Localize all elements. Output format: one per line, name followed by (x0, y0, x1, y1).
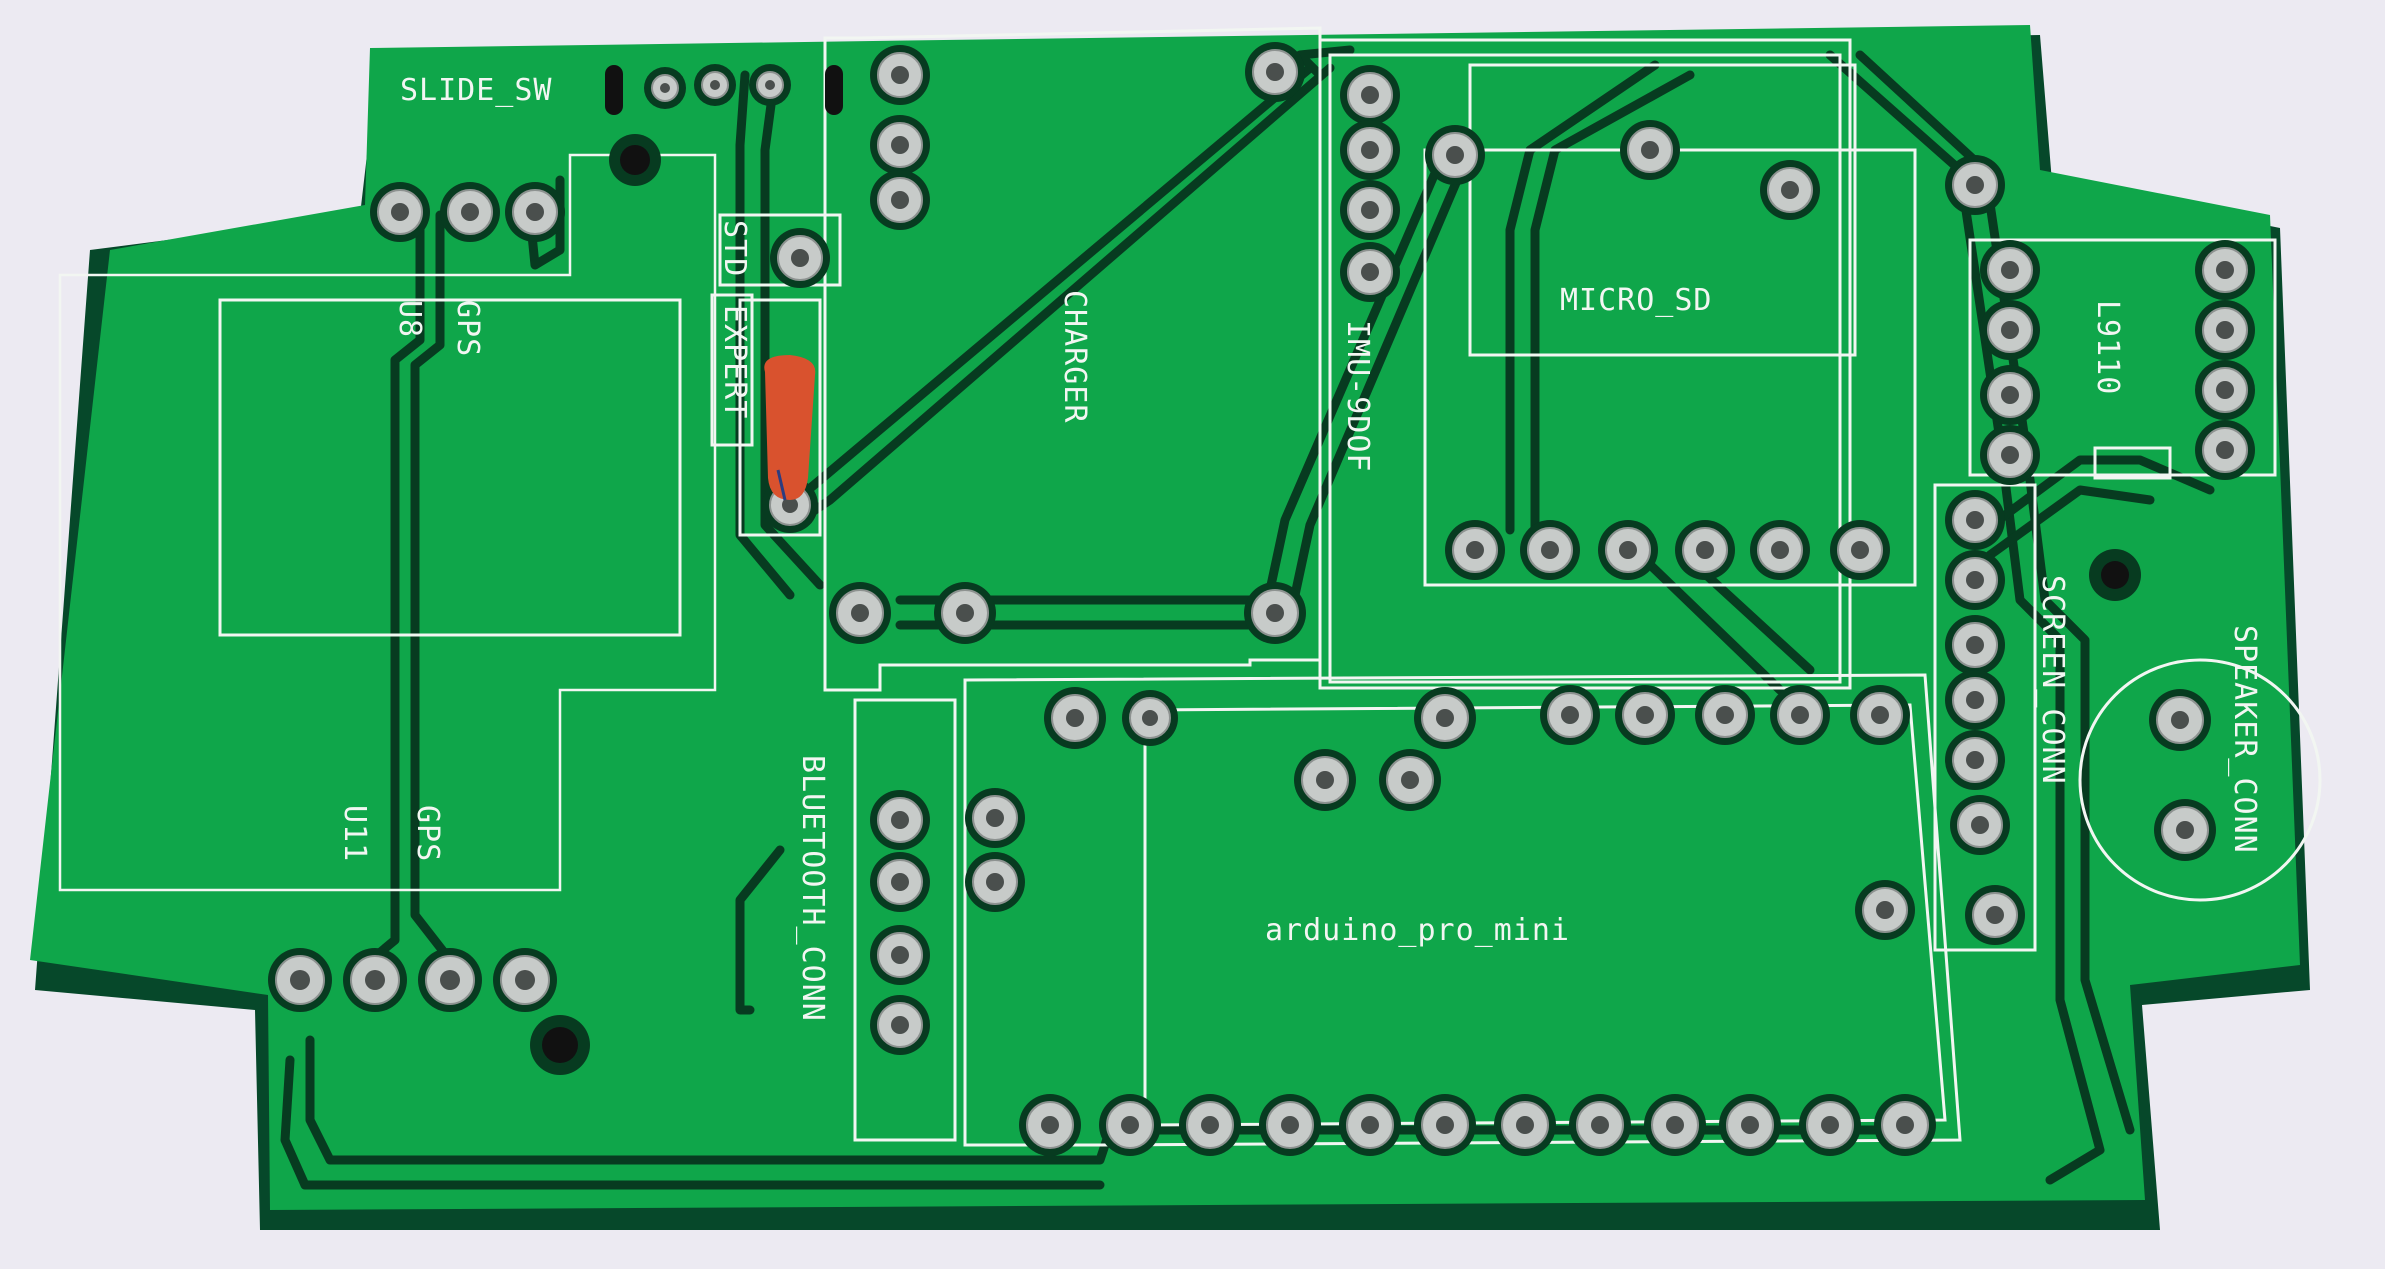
pad-hole (440, 970, 460, 990)
label-screen-conn: SCREEN_CONN (2035, 575, 2070, 785)
pad-hole (1041, 1116, 1059, 1134)
pad-hole (1266, 63, 1284, 81)
pad-hole (1201, 1116, 1219, 1134)
pad-hole (1121, 1116, 1139, 1134)
pad-hole (1696, 541, 1714, 559)
pad-hole (1636, 706, 1654, 724)
pad-hole (1436, 709, 1454, 727)
pad-hole (1966, 636, 1984, 654)
label-arduino: arduino_pro_mini (1265, 913, 1570, 948)
pad-hole (1966, 751, 1984, 769)
pad-hole (1361, 201, 1379, 219)
pad-hole (1966, 571, 1984, 589)
pad-hole (1666, 1116, 1684, 1134)
pad-hole (1971, 816, 1989, 834)
pad-hole (1716, 706, 1734, 724)
label-micro-sd: MICRO_SD (1560, 283, 1713, 318)
pad-hole (1446, 146, 1464, 164)
pad-hole (1966, 176, 1984, 194)
pad-hole (891, 136, 909, 154)
pad-hole (1821, 1116, 1839, 1134)
pad-hole (2176, 821, 2194, 839)
pad-hole (2216, 441, 2234, 459)
pad-hole (2216, 321, 2234, 339)
label-charger: CHARGER (1057, 290, 1092, 423)
pad-hole (515, 970, 535, 990)
pad-hole (2001, 386, 2019, 404)
label-std: STD (717, 220, 752, 277)
pad-hole (290, 970, 310, 990)
pad-hole (1896, 1116, 1914, 1134)
pad-hole (891, 811, 909, 829)
solder-pads (268, 42, 2255, 1156)
label-gps-bottom: GPS (410, 805, 445, 862)
pad-hole (1466, 541, 1484, 559)
label-u11: U11 (337, 805, 372, 862)
pad-hole (1401, 771, 1419, 789)
pad-hole (1541, 541, 1559, 559)
pad-hole (986, 809, 1004, 827)
label-imu: IMU-9DOF (1340, 320, 1375, 473)
pad-hole (391, 203, 409, 221)
pad-hole (765, 80, 775, 90)
pad-hole (1281, 1116, 1299, 1134)
label-u8: U8 (392, 300, 427, 338)
label-expert: EXPERT (717, 305, 752, 419)
pad-hole (1781, 181, 1799, 199)
pad-hole (2001, 261, 2019, 279)
pad-hole (986, 873, 1004, 891)
pad-hole (956, 604, 974, 622)
pad-hole (2001, 321, 2019, 339)
pad-hole (365, 970, 385, 990)
pad-hole (1791, 706, 1809, 724)
label-slide-sw: SLIDE_SW (400, 73, 553, 108)
pad-hole (1361, 141, 1379, 159)
label-l9110: L9110 (2090, 300, 2125, 395)
pad-hole (2216, 261, 2234, 279)
label-bluetooth-conn: BLUETOOTH_CONN (795, 755, 830, 1022)
pad-hole (1561, 706, 1579, 724)
pad-hole (710, 80, 720, 90)
pad-hole (2001, 446, 2019, 464)
pad-hole (1316, 771, 1334, 789)
pad-hole (891, 191, 909, 209)
pad-hole (791, 249, 809, 267)
pad-hole (1771, 541, 1789, 559)
pad-hole (1361, 263, 1379, 281)
mounting-holes (530, 65, 2141, 1075)
label-speaker-conn: SPEAKER_CONN (2227, 625, 2262, 854)
pad-hole (1641, 141, 1659, 159)
pad-hole (461, 203, 479, 221)
pad-hole (1876, 901, 1894, 919)
pad-hole (1142, 710, 1158, 726)
pad-hole (891, 1016, 909, 1034)
pad-hole (1966, 691, 1984, 709)
pad-hole (1436, 1116, 1454, 1134)
pad-hole (1741, 1116, 1759, 1134)
pad-hole (1591, 1116, 1609, 1134)
pad-hole (2216, 381, 2234, 399)
pad-hole (1619, 541, 1637, 559)
pad-hole (891, 66, 909, 84)
pad-hole (1066, 709, 1084, 727)
pad-hole (851, 604, 869, 622)
pad-hole (891, 873, 909, 891)
pad-hole (1966, 511, 1984, 529)
pcb-board (30, 25, 2300, 1210)
pad-hole (1361, 1116, 1379, 1134)
pad-hole (526, 203, 544, 221)
capacitor (764, 355, 816, 501)
pad-hole (1871, 706, 1889, 724)
pad-hole (1516, 1116, 1534, 1134)
pad-hole (1266, 604, 1284, 622)
label-gps-top: GPS (450, 300, 485, 357)
pad-hole (660, 83, 670, 93)
pad-hole (1361, 86, 1379, 104)
pad-hole (891, 946, 909, 964)
pad-hole (2171, 711, 2189, 729)
pad-hole (1986, 906, 2004, 924)
pad-hole (1851, 541, 1869, 559)
pad-hole (782, 497, 798, 513)
